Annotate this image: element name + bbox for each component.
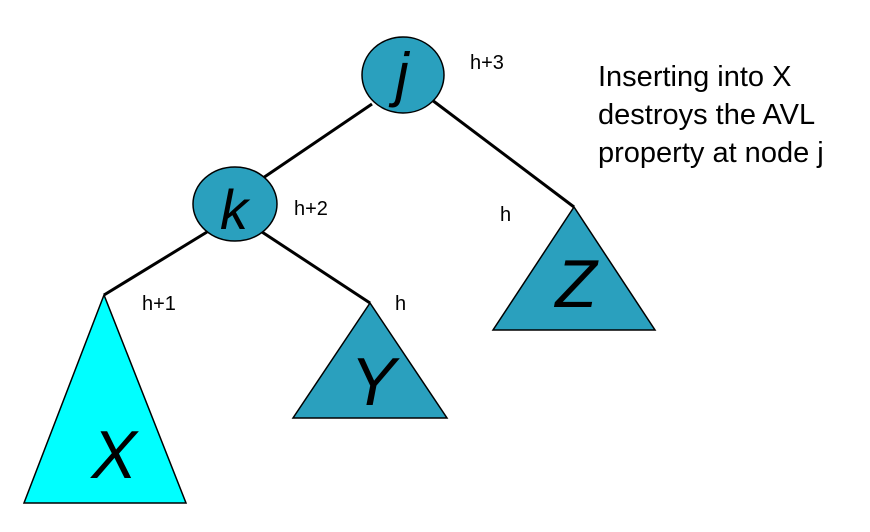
edge-k-x (103, 230, 208, 297)
subtree-z-triangle (491, 205, 657, 331)
subtree-y-label: Y (350, 344, 400, 420)
edge-j-k (259, 102, 373, 182)
subtree-x-label: X (89, 417, 139, 493)
edge-k-y (261, 230, 371, 305)
subtree-z-label: Z (553, 246, 599, 322)
node-j-height: h+3 (470, 52, 504, 74)
node-k-height: h+2 (294, 198, 328, 220)
subtree-x-height: h+1 (142, 293, 176, 315)
subtree-y-height: h (395, 293, 406, 315)
explanation-note: Inserting into X destroys the AVL proper… (598, 58, 863, 172)
note-line-1: Inserting into X (598, 61, 792, 93)
node-k (192, 166, 278, 242)
subtree-y-triangle (291, 301, 449, 419)
node-k-label: k (220, 178, 251, 241)
node-j (361, 36, 445, 114)
subtree-z-height: h (500, 204, 511, 226)
subtree-x-triangle (22, 292, 188, 504)
note-line-3: property at node j (598, 137, 824, 169)
note-line-2: destroys the AVL (598, 99, 816, 131)
edge-j-z (431, 98, 575, 209)
